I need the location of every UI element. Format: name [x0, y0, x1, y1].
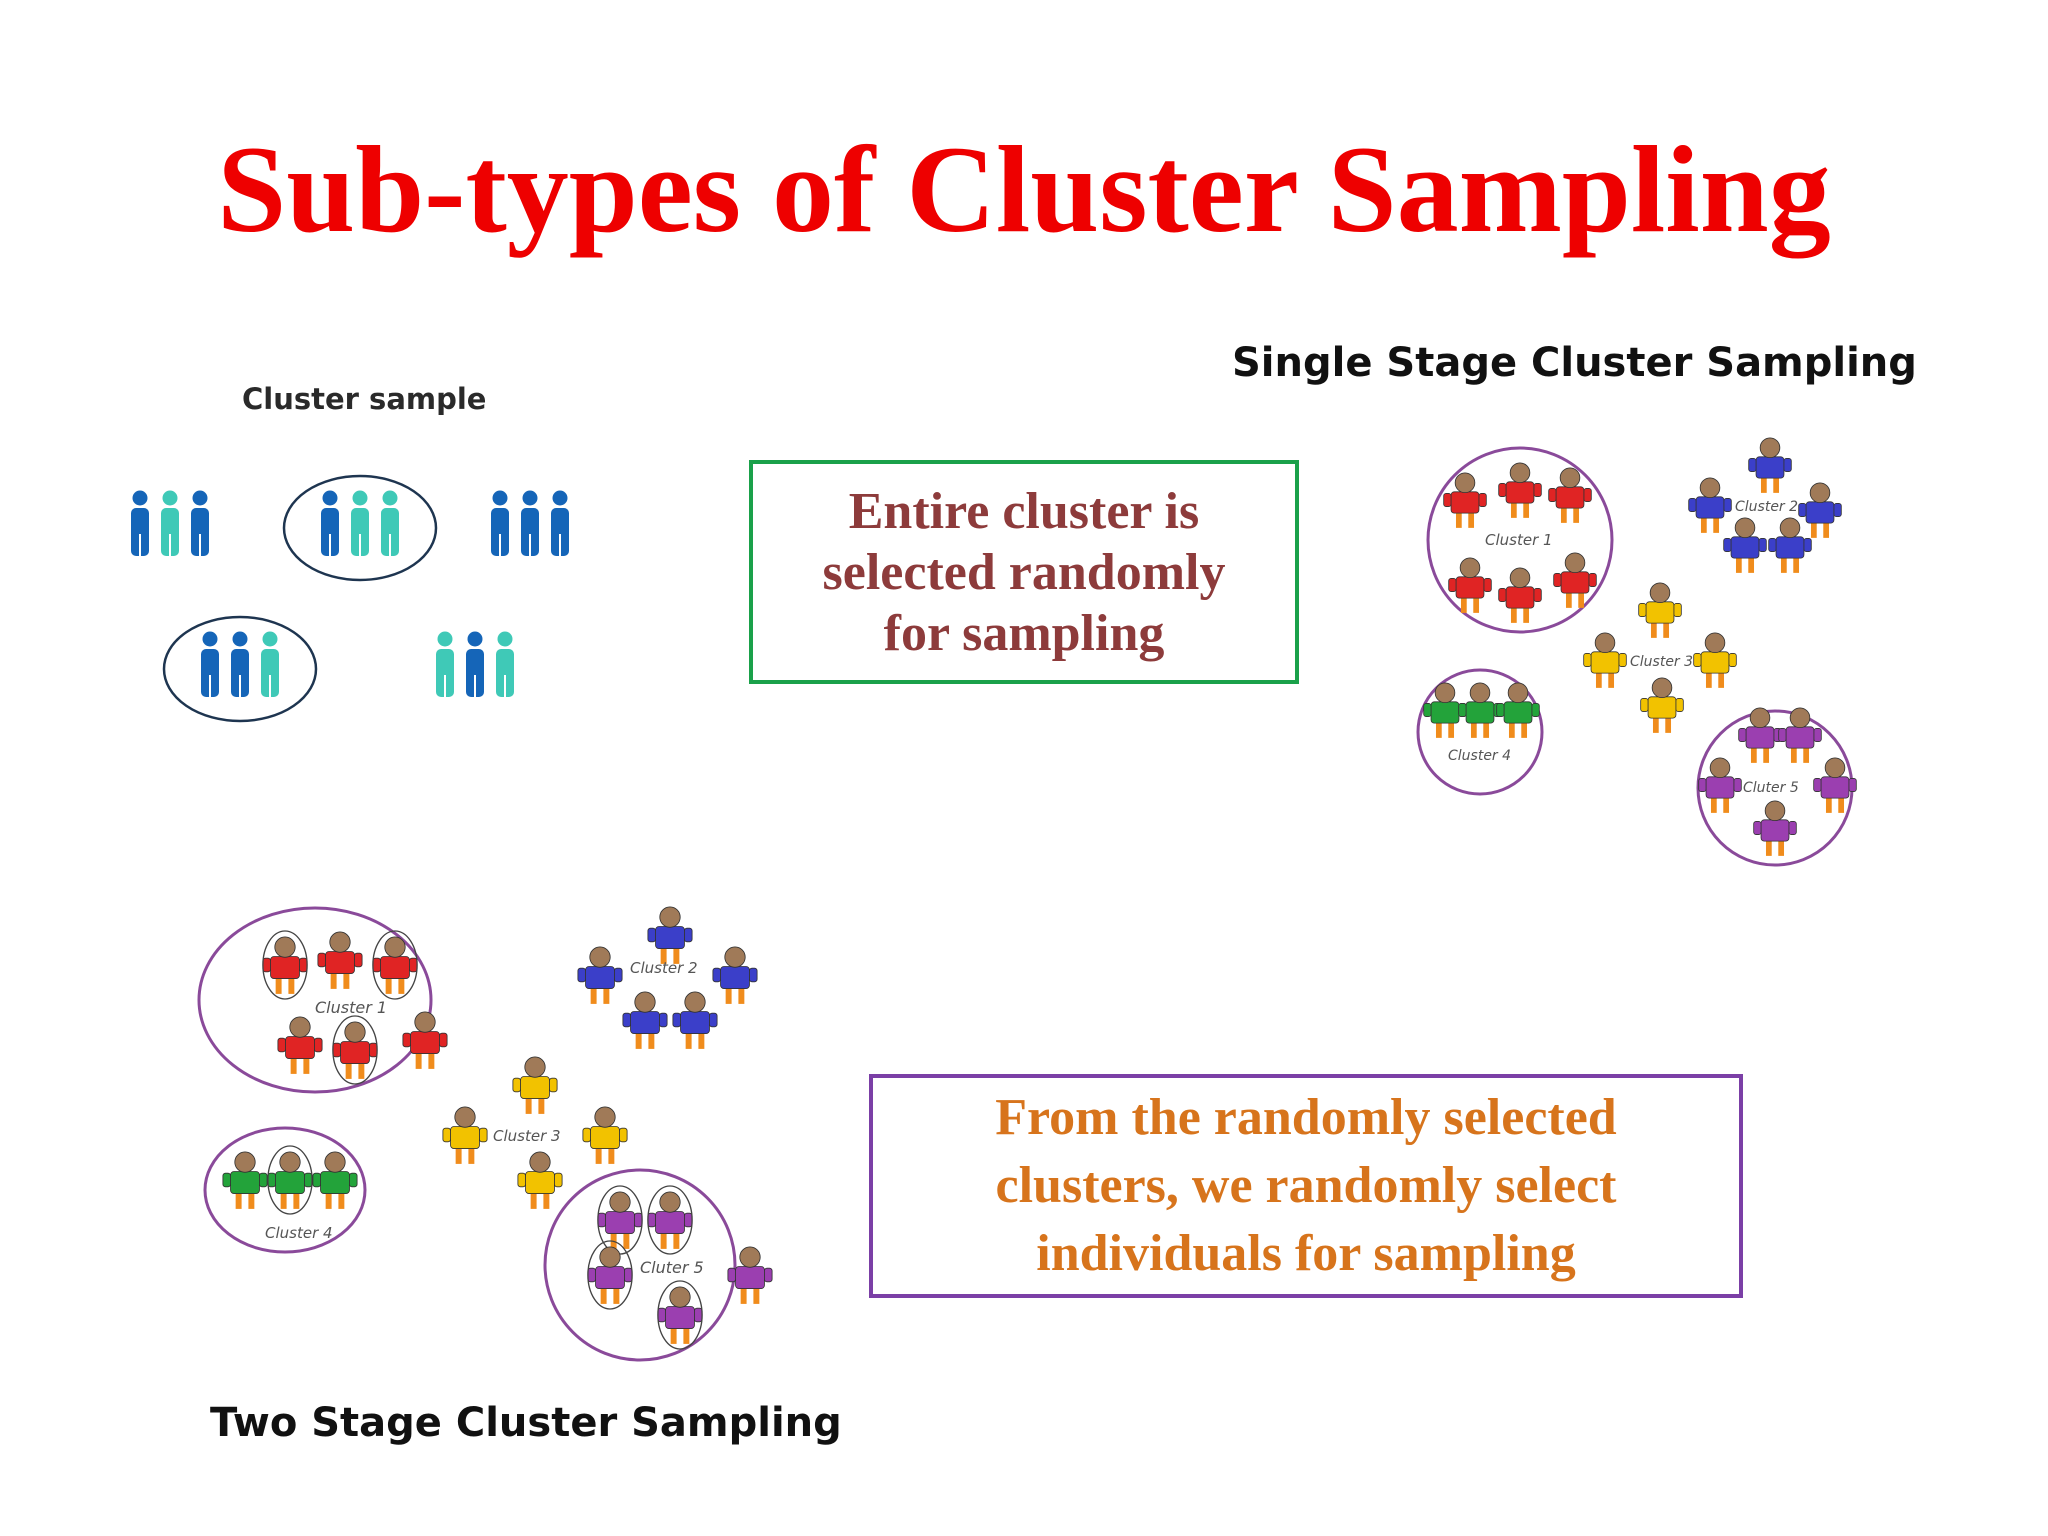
person-figure: [402, 1011, 448, 1069]
person-icon: [351, 490, 369, 556]
person-figure: [1698, 757, 1742, 813]
person-figure: [1768, 517, 1812, 573]
person-figure: [1553, 552, 1597, 608]
person-figure: [587, 1240, 633, 1310]
person-figure: [1723, 517, 1767, 573]
person-figure: [727, 1246, 773, 1304]
selected-individual-ring: [647, 1185, 693, 1255]
person-figure: [647, 1185, 693, 1255]
person-figure: [1498, 567, 1542, 623]
person-icon: [161, 490, 179, 556]
person-figure: [577, 946, 623, 1004]
person-figure: [267, 1145, 313, 1215]
selected-individual-ring: [262, 930, 308, 1000]
cluster-label: Cluster 3: [1630, 654, 1693, 670]
person-figure: [622, 991, 668, 1049]
cluster-sample-caption: Cluster sample: [242, 382, 487, 416]
two-stage-caption: Two Stage Cluster Sampling: [210, 1400, 842, 1446]
selected-cluster-circle: [1416, 668, 1544, 796]
person-figure: [1748, 437, 1792, 493]
person-figure: [582, 1106, 628, 1164]
person-figure: [647, 906, 693, 964]
person-figure: [372, 930, 418, 1000]
selected-individual-ring: [587, 1240, 633, 1310]
person-figure: [1448, 557, 1492, 613]
two-stage-description-box: From the randomly selected clusters, we …: [869, 1074, 1743, 1298]
cluster-sample-diagram: [131, 474, 569, 723]
selected-cluster-ring: [282, 474, 438, 582]
two-stage-description-line: individuals for sampling: [1036, 1225, 1576, 1282]
selected-cluster-circle: [203, 1126, 367, 1254]
person-figure: [712, 946, 758, 1004]
cluster-label: Cluter 5: [640, 1258, 704, 1277]
cluster-label: Cluster 2: [630, 959, 698, 977]
person-icon: [231, 631, 249, 697]
person-figure: [1443, 472, 1487, 528]
person-figure: [1753, 800, 1797, 856]
cluster-label: Cluster 3: [493, 1127, 561, 1145]
single-stage-description-line: for sampling: [883, 604, 1165, 662]
person-figure: [1458, 682, 1502, 738]
person-icon: [436, 631, 454, 697]
person-figure: [1583, 632, 1627, 688]
selected-individual-ring: [372, 930, 418, 1000]
person-figure: [657, 1280, 703, 1350]
single-stage-illustration: Cluster 1 Cluster 2 Cluster 3 Cluster 4 Clut…: [1416, 437, 1857, 867]
two-stage-description-line: From the randomly selected: [995, 1089, 1617, 1146]
person-figure: [277, 1016, 323, 1074]
single-stage-caption: Single Stage Cluster Sampling: [1232, 340, 1917, 386]
person-icon: [466, 631, 484, 697]
person-figure: [1638, 582, 1682, 638]
selected-individual-ring: [657, 1280, 703, 1350]
person-figure: [312, 1151, 358, 1209]
selected-cluster-circle: [1426, 446, 1614, 634]
cluster-label: Cluster 4: [1448, 748, 1511, 764]
person-figure: [1813, 757, 1857, 813]
cluster-label: Cluster 2: [1735, 499, 1798, 515]
person-icon: [381, 490, 399, 556]
person-icon: [496, 631, 514, 697]
selected-individual-ring: [267, 1145, 313, 1215]
cluster-label: Cluter 5: [1743, 780, 1799, 796]
person-icon: [521, 490, 539, 556]
selected-cluster-circle: [543, 1168, 737, 1362]
selected-cluster-ring: [162, 615, 318, 723]
person-figure: [317, 931, 363, 989]
person-figure: [1640, 677, 1684, 733]
slide-title: Sub-types of Cluster Sampling: [217, 121, 1831, 258]
person-icon: [321, 490, 339, 556]
person-figure: [1498, 462, 1542, 518]
person-figure: [1693, 632, 1737, 688]
person-figure: [1496, 682, 1540, 738]
person-icon: [491, 490, 509, 556]
person-figure: [262, 930, 308, 1000]
cluster-label: Cluster 1: [1485, 531, 1553, 549]
person-icon: [131, 490, 149, 556]
selected-cluster-circle: [197, 906, 433, 1094]
single-stage-description-line: Entire cluster is: [848, 482, 1200, 540]
person-figure: [1548, 467, 1592, 523]
two-stage-description-line: clusters, we randomly select: [995, 1157, 1617, 1214]
person-figure: [442, 1106, 488, 1164]
person-icon: [551, 490, 569, 556]
person-icon: [191, 490, 209, 556]
person-figure: [1423, 682, 1467, 738]
single-stage-description-line: selected randomly: [822, 543, 1226, 601]
person-figure: [1778, 707, 1822, 763]
person-icon: [201, 631, 219, 697]
person-figure: [1688, 477, 1732, 533]
cluster-label: Cluster 4: [265, 1224, 333, 1242]
person-figure: [332, 1015, 378, 1085]
person-figure: [512, 1056, 558, 1114]
person-figure: [517, 1151, 563, 1209]
two-stage-illustration: Cluster 1 Cluster 2 Cluster 3 Cluster 4 Clut…: [197, 906, 773, 1362]
selected-individual-ring: [332, 1015, 378, 1085]
person-icon: [261, 631, 279, 697]
single-stage-description-box: Entire cluster is selected randomly for …: [749, 460, 1299, 684]
person-figure: [672, 991, 718, 1049]
person-figure: [1798, 482, 1842, 538]
person-figure: [222, 1151, 268, 1209]
cluster-label: Cluster 1: [315, 998, 387, 1017]
